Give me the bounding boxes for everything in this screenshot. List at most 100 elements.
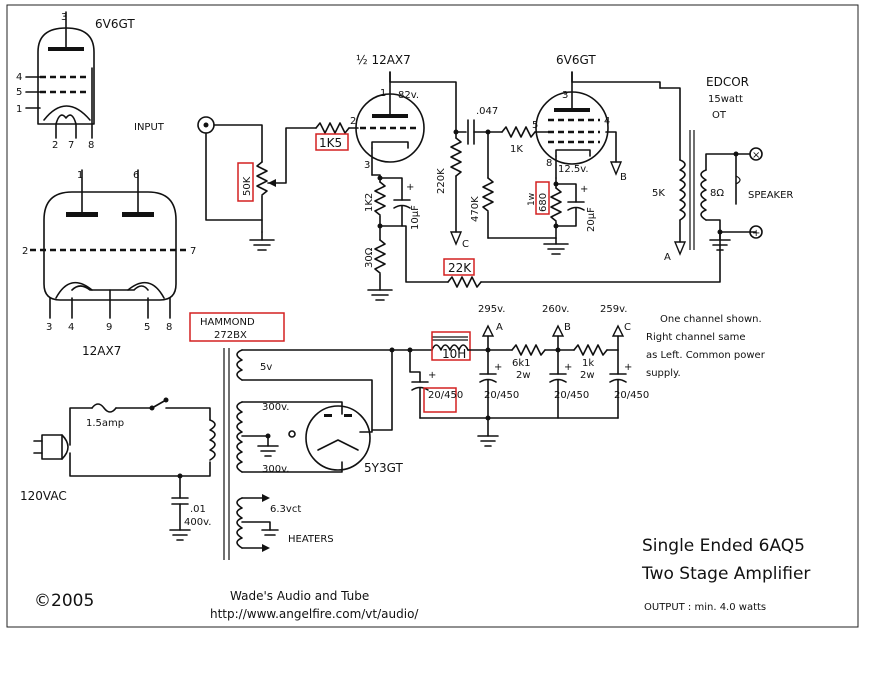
author-url: http://www.angelfire.com/vt/audio/	[210, 607, 419, 621]
cap-a-value: 20/450	[484, 390, 519, 401]
mains-label: 120VAC	[20, 489, 67, 503]
note-line-4: supply.	[646, 368, 681, 379]
triode-pin-3: 3	[364, 160, 370, 171]
title-line-1: Single Ended 6AQ5	[642, 536, 805, 556]
power-cathode-resistor-power: 1w	[527, 193, 537, 206]
node-b-label: B	[564, 322, 571, 333]
pinout-12ax7-pin-6: 6	[133, 170, 139, 181]
ot-type: OT	[712, 110, 727, 121]
power-cathode-cap: 20µF	[586, 207, 597, 232]
pinout-6v6-pin-5: 5	[16, 87, 22, 98]
title-line-2: Two Stage Amplifier	[641, 564, 810, 584]
svg-text:+: +	[564, 362, 572, 373]
speaker-terminal-plus-icon	[749, 225, 763, 239]
triode-plate-voltage: 82v.	[398, 90, 419, 101]
rectifier-label: 5Y3GT	[364, 461, 403, 475]
preamp-tube-label: ½ 12AX7	[356, 53, 411, 67]
screen-supply-b: B	[620, 172, 627, 183]
winding-5v: 5v	[260, 362, 272, 373]
pinout-6v6-pin-1: 1	[16, 104, 22, 115]
plate-load-value: 220K	[436, 168, 447, 194]
speaker-label: SPEAKER	[748, 190, 793, 201]
feedback-resistor-value: 30Ω	[364, 247, 375, 268]
pinout-6v6-pin-8: 8	[88, 140, 94, 151]
input-stage: INPUT 50K 1K5	[134, 116, 359, 251]
ot-supply-a: A	[664, 252, 671, 263]
input-label: INPUT	[134, 122, 165, 133]
sheet-border	[6, 4, 859, 628]
cap-c-value: 20/450	[614, 390, 649, 401]
r2-value: 1k	[582, 358, 594, 369]
ot-brand: EDCOR	[706, 75, 749, 89]
line-cap-rating: 400v.	[184, 517, 211, 528]
pinout-12ax7-pin-7: 7	[190, 246, 196, 257]
svg-text:+: +	[624, 362, 632, 373]
pinout-6v6-pin-4: 4	[16, 72, 22, 83]
node-c-voltage: 259v.	[600, 304, 627, 315]
pinout-6v6-pin-7: 7	[68, 140, 74, 151]
r1-value: 6k1	[512, 358, 531, 369]
ot-secondary: 8Ω	[710, 188, 724, 199]
pinout-6v6gt: 6V6GT 3 4 5 1 2 7 8	[16, 11, 135, 151]
triode-pin-2: 2	[350, 116, 356, 127]
power-pin-8: 8	[546, 158, 552, 169]
pinout-6v6-pin-3: 3	[61, 12, 67, 23]
coupling-cap: .047 470K 1K	[453, 106, 549, 239]
plate-supply-c: C	[462, 239, 469, 250]
power-pin-4: 4	[604, 116, 610, 127]
svg-text:+: +	[428, 370, 436, 381]
svg-text:+: +	[752, 228, 760, 239]
pinout-12ax7: 1 6 2 7 3 4 9 5 8 12AX7	[22, 169, 196, 358]
power-tube-label: 6V6GT	[556, 53, 596, 67]
preamp-triode: ½ 12AX7 1 2 3 82v. C 220K 1K2 30Ω	[350, 53, 469, 301]
coupling-cap-value: .047	[476, 106, 498, 117]
svg-text:×: ×	[752, 150, 760, 161]
line-cap-value: .01	[190, 504, 206, 515]
power-pin-3: 3	[562, 90, 568, 101]
ot-primary: 5K	[652, 188, 665, 199]
pinout-12ax7-pin-4: 4	[68, 322, 74, 333]
grid-stopper-value: 1K	[510, 144, 523, 155]
pinout-12ax7-pin-2: 2	[22, 246, 28, 257]
grid-leak-value: 470K	[470, 196, 481, 222]
r1-power: 2w	[516, 370, 531, 381]
note-line-1: One channel shown.	[660, 314, 762, 325]
heaters-label: HEATERS	[288, 534, 334, 545]
feedback-value: 22K	[448, 261, 472, 275]
winding-hv-bottom: 300v.	[262, 464, 289, 475]
ps-transformer-brand: HAMMOND	[200, 317, 255, 328]
cathode-resistor-value: 1K2	[364, 193, 375, 212]
r2-power: 2w	[580, 370, 595, 381]
notes: One channel shown. Right channel same as…	[646, 314, 766, 379]
pinout-12ax7-pin-3: 3	[46, 322, 52, 333]
fuse-value: 1.5amp	[86, 418, 124, 429]
pinout-12ax7-pin-1: 1	[77, 170, 83, 181]
grid-resistor-value: 1K5	[319, 136, 342, 150]
pinout-6v6-title: 6V6GT	[95, 17, 135, 31]
ot-power: 15watt	[708, 94, 743, 105]
author: Wade's Audio and Tube	[230, 589, 369, 603]
pinout-12ax7-title: 12AX7	[82, 344, 121, 358]
feedback-network: 22K	[443, 231, 721, 288]
pinout-12ax7-pin-8: 8	[166, 322, 172, 333]
note-line-3: as Left. Common power	[646, 350, 766, 361]
pinout-6v6-pin-2: 2	[52, 140, 58, 151]
winding-hv-top: 300v.	[262, 402, 289, 413]
first-cap-value: 20/450	[428, 390, 463, 401]
node-b-voltage: 260v.	[542, 304, 569, 315]
node-a-label: A	[496, 322, 503, 333]
cap-b-value: 20/450	[554, 390, 589, 401]
svg-text:+: +	[406, 182, 414, 193]
pinout-12ax7-pin-9: 9	[106, 322, 112, 333]
triode-pin-1: 1	[380, 88, 386, 99]
node-a-voltage: 295v.	[478, 304, 505, 315]
ps-transformer-model: 272BX	[214, 330, 247, 341]
choke-value: 10H	[442, 347, 466, 361]
copyright: ©2005	[34, 591, 94, 611]
svg-text:+: +	[494, 362, 502, 373]
pot-value: 50K	[242, 176, 253, 196]
winding-heater: 6.3vct	[270, 504, 301, 515]
power-cathode-resistor: 680	[538, 193, 549, 212]
pinout-12ax7-pin-5: 5	[144, 322, 150, 333]
